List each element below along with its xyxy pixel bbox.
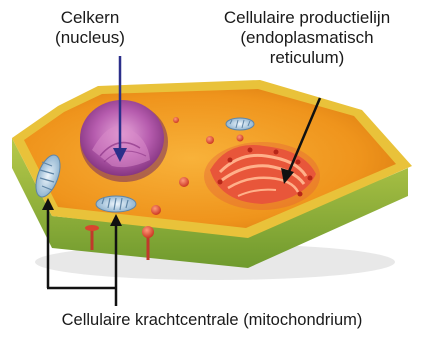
nucleus-label-line-1: Celkern [30,8,150,28]
mitochondrium-label: Cellulaire krachtcentrale (mitochondrium… [0,310,424,330]
mitochondrion-3 [226,118,254,130]
er-label: Cellulaire productielijn (endoplasmatisc… [196,8,418,68]
endoplasmic-reticulum [204,142,320,210]
er-label-line-1: Cellulaire productielijn [196,8,418,28]
nucleus-label: Celkern (nucleus) [30,8,150,48]
mitochondrion-2 [96,196,136,212]
nucleus-label-line-2: (nucleus) [30,28,150,48]
er-label-line-3: reticulum) [196,48,418,68]
er-label-line-2: (endoplasmatisch [196,28,418,48]
